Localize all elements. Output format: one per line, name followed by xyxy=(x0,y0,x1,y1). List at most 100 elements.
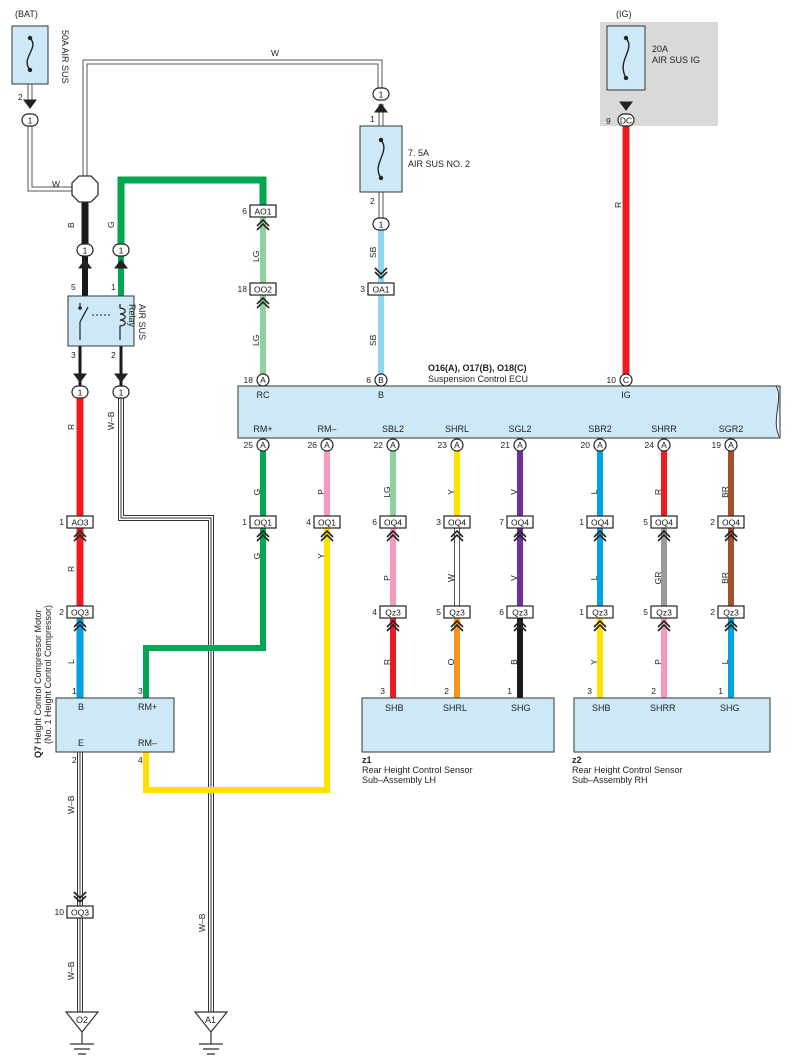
chevron-sbr2-icon xyxy=(593,529,607,542)
oo2-chevron-icon xyxy=(256,296,270,309)
ecu-bottom-pin-sbl2 xyxy=(386,438,400,452)
ecu-bottom-pin-sgl2-code: A xyxy=(517,440,523,450)
ecu-bottom-pin-sgl2-num: 21 xyxy=(501,440,511,450)
fuse2-conn-bot-code: 1 xyxy=(379,220,384,230)
relay-conn-b-top xyxy=(76,243,94,257)
motor-term-rmm: RM– xyxy=(138,738,157,748)
motor-pin1: 1 xyxy=(72,686,77,696)
wire-label-lg2: LG xyxy=(251,335,261,346)
conn-qz3-shrl xyxy=(443,605,471,619)
fuse2-conn-top xyxy=(372,87,390,101)
conn-oq4-shrl xyxy=(443,515,471,529)
ig-fuse-box xyxy=(606,25,646,91)
wire-label-wb-motor: W–B xyxy=(66,795,76,814)
relay-conn-wb-bot xyxy=(112,385,130,399)
conn-oo2-code: OO2 xyxy=(254,285,272,295)
relay-pin1: 1 xyxy=(111,282,116,292)
wire-label-b: B xyxy=(66,222,76,228)
wire-label-sbl2-2: P xyxy=(382,575,392,581)
conn-oq4-sgl2-code: OQ4 xyxy=(511,518,529,528)
wire-label-rmm-2: Y xyxy=(316,553,326,559)
ecu-bottom-pin-shrr-num: 24 xyxy=(645,440,655,450)
wire-label-w-top: W xyxy=(271,48,279,58)
conn-oq3-bot-num: 10 xyxy=(55,907,65,917)
sensor-rh-box xyxy=(573,697,771,753)
motor-term-b: B xyxy=(78,702,84,712)
wire-label-wb-a1: W–B xyxy=(197,913,207,932)
conn-ao3-num: 1 xyxy=(59,517,64,527)
ig-arrow-icon xyxy=(619,101,633,111)
ground-a1-label: A1 xyxy=(205,1015,216,1025)
conn-qz3-sbr2-num: 1 xyxy=(579,607,584,617)
bat-fuse-icon xyxy=(26,37,34,71)
conn-oq3-top-num: 2 xyxy=(59,607,64,617)
sensor-rh-t1: SHB xyxy=(592,703,611,713)
bat-fuse-box xyxy=(11,25,49,85)
conn-oq3-top xyxy=(66,605,94,619)
conn-qz3-sbl2 xyxy=(379,605,407,619)
conn-oq4-sbr2 xyxy=(586,515,614,529)
ecu-bottom-pin-sbl2-code: A xyxy=(390,440,396,450)
relay-arrow-r-icon xyxy=(73,373,87,383)
ecu-top-pin-ig xyxy=(619,373,633,387)
sensor-lh-box xyxy=(361,697,555,753)
sensor-pin-sbr2: 3 xyxy=(587,686,592,696)
sensor-pin-sbl2: 3 xyxy=(380,686,385,696)
conn-oq4-sgl2 xyxy=(506,515,534,529)
wire-label-shrl-2: W xyxy=(446,574,456,582)
wire-label-sgl2-2: V xyxy=(509,575,519,581)
ig-fuse-name: AIR SUS IG xyxy=(652,55,700,65)
conn-oq4-sbl2-num: 6 xyxy=(372,517,377,527)
relay-arrow-g-icon xyxy=(114,259,128,269)
conn-qz3-sbr2-code: Qz3 xyxy=(592,608,608,618)
wire-label-sb1: SB xyxy=(368,246,378,258)
bat-conn-code: 1 xyxy=(28,116,33,126)
ecu-term-sbl2: SBL2 xyxy=(382,424,404,434)
sensor-pin-shrl: 2 xyxy=(444,686,449,696)
ground-o2-triangle xyxy=(64,1011,100,1033)
ecu-bottom-pin-sgr2-num: 19 xyxy=(712,440,722,450)
wire-label-rmp-2: G xyxy=(252,553,262,560)
bat-conn xyxy=(21,113,39,127)
sensor-lh-t1: SHB xyxy=(385,703,404,713)
wire-label-sbr2-1: L xyxy=(589,489,599,494)
chevron-rmp-icon xyxy=(256,529,270,542)
ecu-term-ig: IG xyxy=(621,390,631,400)
wire-label-shrl-3: O xyxy=(446,658,456,665)
wire-g-to-ao1 xyxy=(117,176,267,244)
relay-conn-r-bot-code: 1 xyxy=(78,388,83,398)
conn-oq1-rmp-num: 1 xyxy=(242,517,247,527)
wire-label-shrr-3: P xyxy=(653,659,663,665)
fuse2-pin-bot: 2 xyxy=(370,196,375,206)
sensor-rh-t2: SHRR xyxy=(650,703,676,713)
relay-name2: Relay xyxy=(127,304,137,328)
ig-fuse-amp: 20A xyxy=(652,44,668,54)
ecu-bottom-pin-sgr2 xyxy=(724,438,738,452)
ecu-bottom-pin-shrr xyxy=(657,438,671,452)
relay-conn-wb-bot-code: 1 xyxy=(119,388,124,398)
ecu-bottom-pin-sbr2-code: A xyxy=(597,440,603,450)
relay-contact xyxy=(79,306,89,323)
conn-oq4-shrl-code: OQ4 xyxy=(448,518,466,528)
ecu-top-pin-b-num: 6 xyxy=(366,375,371,385)
junction-block xyxy=(71,175,99,203)
ecu-code: O16(A), O17(B), O18(C) xyxy=(428,363,527,373)
relay-conn-g-top xyxy=(112,243,130,257)
ecu-term-rc: RC xyxy=(257,390,270,400)
conn-oq1-rmm xyxy=(313,515,341,529)
wire-label-sgr2-3: L xyxy=(720,659,730,664)
wires-layer xyxy=(27,59,734,1012)
ecu-bottom-pin-rmm-code: A xyxy=(324,440,330,450)
chevron-rmm-icon xyxy=(320,529,334,542)
ecu-top-pin-rc xyxy=(256,373,270,387)
conn-qz3-shrr-code: Qz3 xyxy=(656,608,672,618)
fuse2-amp: 7. 5A xyxy=(408,148,429,158)
wire-label-sgr2-1: BR xyxy=(720,486,730,498)
wire-label-sgr2-2: BR xyxy=(720,572,730,584)
ecu-break-mark xyxy=(775,385,781,439)
wire-label-l-motor: L xyxy=(66,659,76,664)
relay-arrow-wb-icon xyxy=(114,373,128,383)
sensor-pin-shrr: 2 xyxy=(651,686,656,696)
ecu-bottom-pin-sbl2-num: 22 xyxy=(374,440,384,450)
